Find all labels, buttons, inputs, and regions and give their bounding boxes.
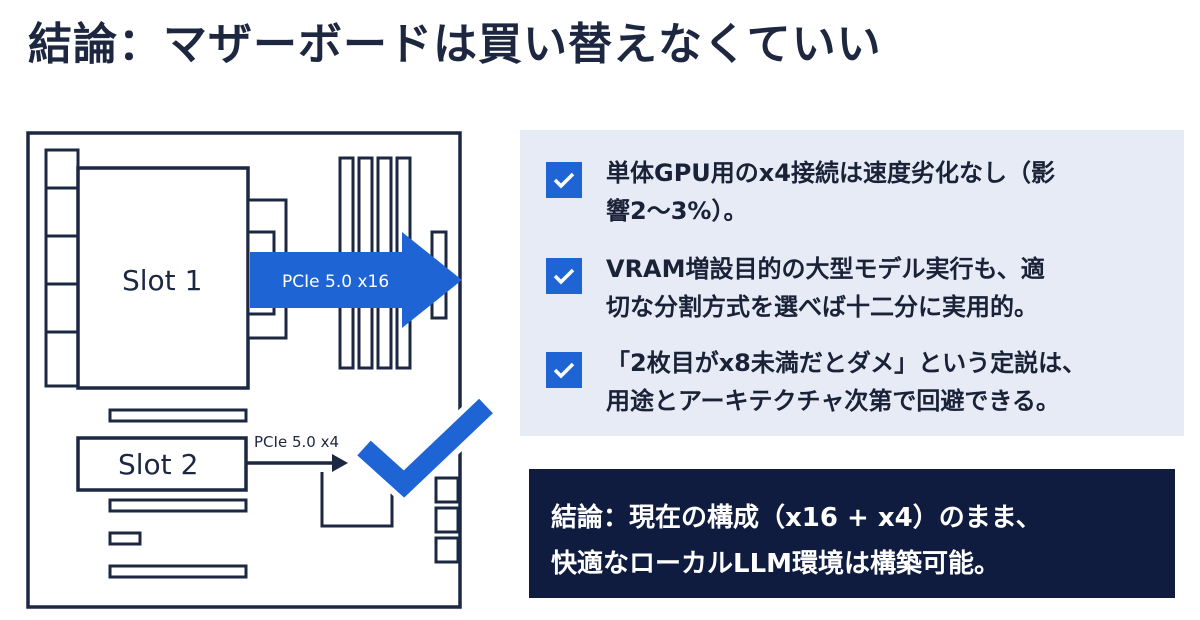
sata-port-1 xyxy=(434,476,460,504)
checklist-line: 用途とアーキテクチャ次第で回避できる。 xyxy=(606,387,1060,415)
io-port-2 xyxy=(44,234,80,286)
chipset-outline xyxy=(320,472,394,528)
pcie-x16-arrow xyxy=(250,232,462,328)
expansion-slot-2 xyxy=(108,498,248,513)
checklist-line: VRAM増設目的の大型モデル実行も、適 xyxy=(606,255,1045,283)
pcie-x16-label: PCIe 5.0 x16 xyxy=(282,272,389,292)
slot-1-card xyxy=(76,166,250,390)
checklist-item: 単体GPU用のx4接続は速度劣化なし（影 響2〜3%）。 xyxy=(546,154,1166,230)
expansion-slot-3 xyxy=(108,531,142,546)
checkbox-checked-icon xyxy=(546,162,582,198)
conclusion-text: 結論：現在の構成（x16 + x4）のまま、 快適なローカルLLM環境は構築可能… xyxy=(551,495,1163,587)
big-check-icon-stroke xyxy=(357,398,493,498)
checklist-item: VRAM増設目的の大型モデル実行も、適 切な分割方式を選べば十二分に実用的。 xyxy=(546,250,1166,326)
expansion-slot-4 xyxy=(108,564,248,579)
motherboard-diagram: PCIe 5.0 x16 PCIe 5.0 x4 Slot 1 Slot 2 xyxy=(26,131,498,609)
slot-2-label: Slot 2 xyxy=(118,448,198,481)
checklist-item-text: 単体GPU用のx4接続は速度劣化なし（影 響2〜3%）。 xyxy=(606,154,1055,230)
sata-port-3 xyxy=(434,536,460,564)
checkbox-checked-icon xyxy=(546,352,582,388)
conclusion-box: 結論：現在の構成（x16 + x4）のまま、 快適なローカルLLM環境は構築可能… xyxy=(517,457,1187,610)
expansion-slot-1 xyxy=(108,408,248,423)
io-port-3 xyxy=(44,282,80,334)
conclusion-line: 快適なローカルLLM環境は構築可能。 xyxy=(551,549,1001,579)
conclusion-line: 結論：現在の構成（x16 + x4）のまま、 xyxy=(551,503,1042,533)
page-title: 結論：マザーボードは買い替えなくていい xyxy=(28,19,882,70)
pcie-x4-label: PCIe 5.0 x4 xyxy=(254,433,339,451)
checklist-item: 「2枚目がx8未満だとダメ」という定説は、 用途とアーキテクチャ次第で回避できる… xyxy=(546,344,1166,420)
pcie-x4-arrowhead xyxy=(332,454,348,472)
sata-port-2 xyxy=(434,506,460,534)
checklist-panel: 単体GPU用のx4接続は速度劣化なし（影 響2〜3%）。 VRAM増設目的の大型… xyxy=(520,130,1184,436)
conclusion-inner: 結論：現在の構成（x16 + x4）のまま、 快適なローカルLLM環境は構築可能… xyxy=(529,469,1175,598)
checklist-line: 「2枚目がx8未満だとダメ」という定説は、 xyxy=(606,349,1087,377)
checklist-line: 単体GPU用のx4接続は速度劣化なし（影 xyxy=(606,159,1055,187)
checklist-item-text: VRAM増設目的の大型モデル実行も、適 切な分割方式を選べば十二分に実用的。 xyxy=(606,250,1045,326)
checkbox-checked-icon xyxy=(546,258,582,294)
slot-1-label: Slot 1 xyxy=(122,264,202,297)
checklist-line: 切な分割方式を選べば十二分に実用的。 xyxy=(606,293,1038,321)
checklist-line: 響2〜3%）。 xyxy=(606,197,748,225)
io-port-1 xyxy=(44,186,80,238)
checklist-item-text: 「2枚目がx8未満だとダメ」という定説は、 用途とアーキテクチャ次第で回避できる… xyxy=(606,344,1086,420)
